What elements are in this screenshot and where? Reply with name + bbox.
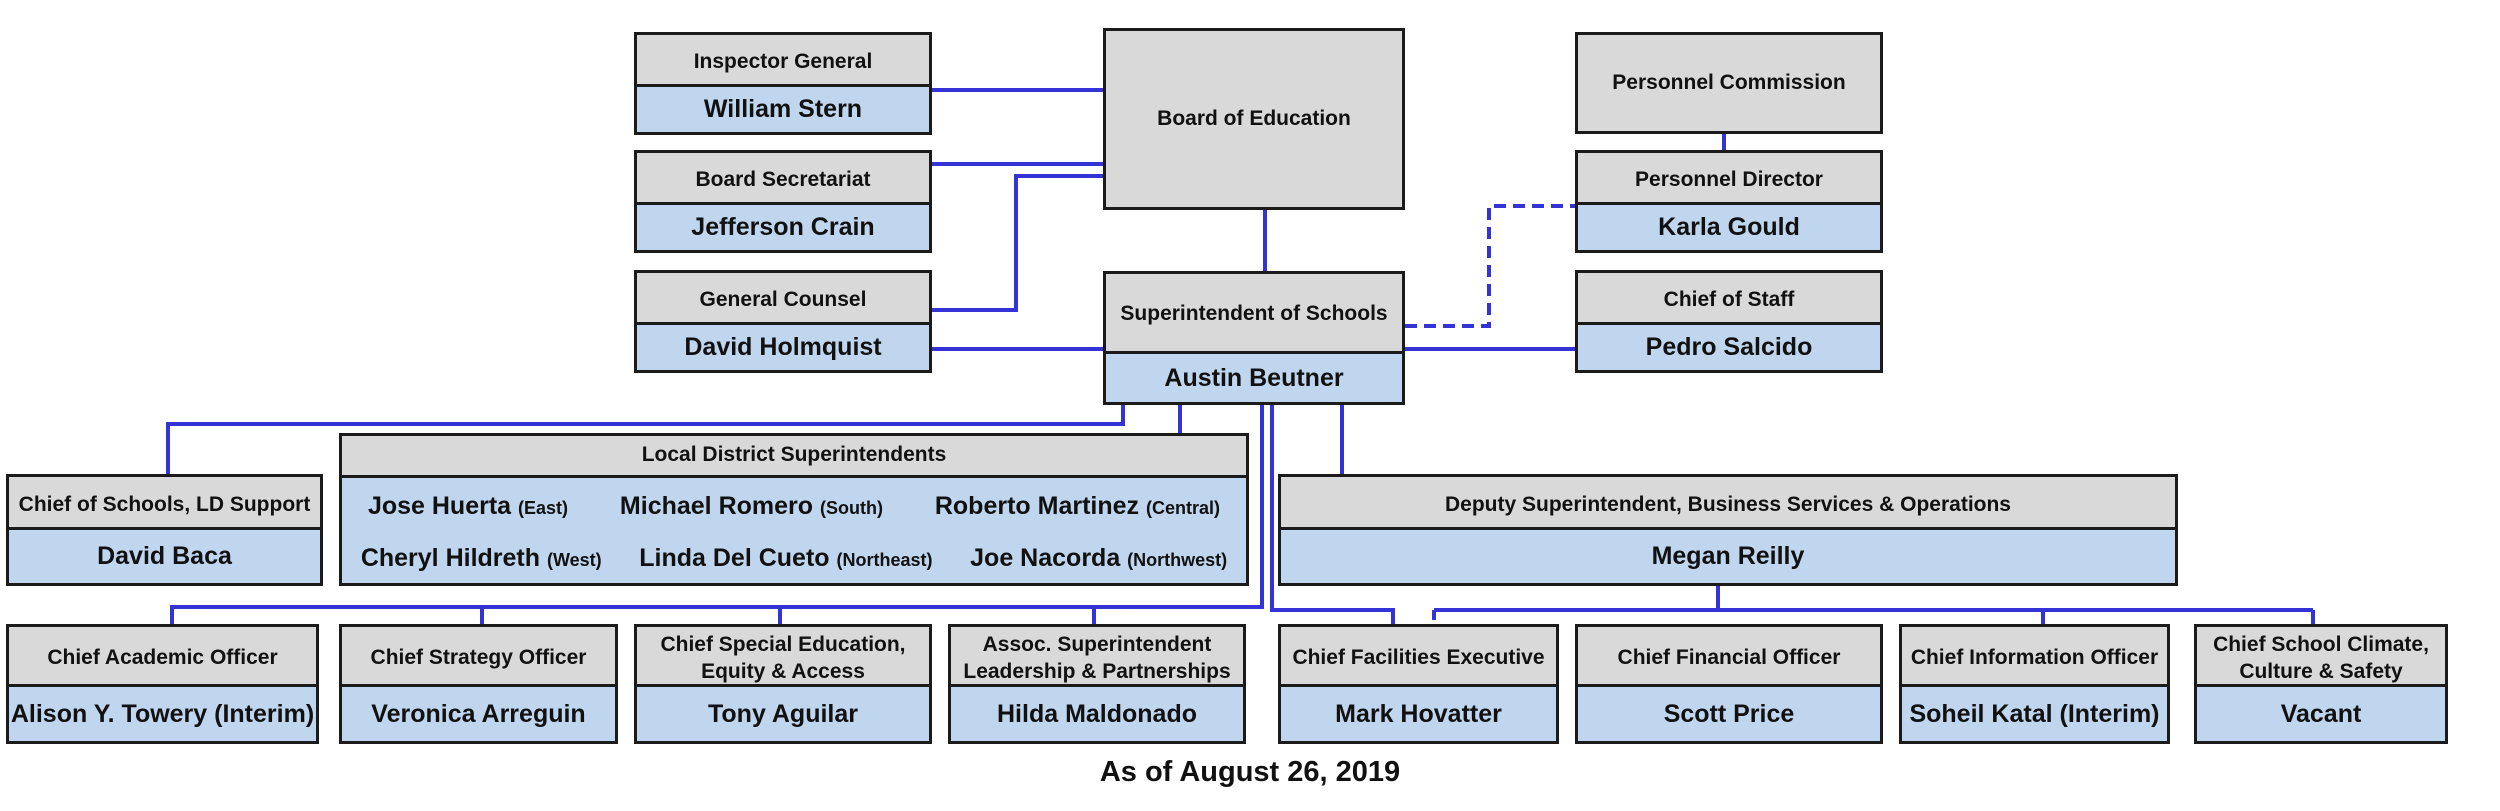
connector-counsel-board [932, 174, 1103, 312]
chief-of-staff-title: Chief of Staff [1578, 273, 1880, 328]
personnel-commission-box: Personnel Commission [1575, 32, 1883, 134]
connector-trunk-left [170, 405, 1264, 624]
chief-academic-officer-box: Chief Academic Officer Alison Y. Towery … [6, 624, 319, 744]
personnel-director-title: Personnel Director [1578, 153, 1880, 208]
deputy-superintendent-box: Deputy Superintendent, Business Services… [1278, 474, 2178, 586]
superintendent-box: Superintendent of Schools Austin Beutner [1103, 271, 1405, 405]
ld-member: Cheryl Hildreth (West) [360, 543, 602, 572]
secretariat-name: Jefferson Crain [637, 202, 929, 250]
chief-special-education-box: Chief Special Education, Equity & Access… [634, 624, 932, 744]
board-title: Board of Education [1157, 107, 1351, 130]
superintendent-title: Superintendent of Schools [1106, 274, 1402, 354]
bottom-title: Chief Strategy Officer [342, 627, 615, 690]
bottom-name: Vacant [2197, 684, 2445, 741]
as-of-date: As of August 26, 2019 [1099, 756, 1401, 788]
chief-of-staff-box: Chief of Staff Pedro Salcido [1575, 270, 1883, 373]
ld-member: Michael Romero (South) [619, 491, 883, 520]
personnel-director-name: Karla Gould [1578, 202, 1880, 250]
ld-member: Jose Huerta (East) [367, 491, 569, 520]
general-counsel-box: General Counsel David Holmquist [634, 270, 932, 373]
bottom-title: Chief Special Education, Equity & Access [637, 627, 929, 690]
bottom-title: Chief Facilities Executive [1281, 627, 1556, 690]
bottom-title: Chief School Climate, Culture & Safety [2197, 627, 2445, 690]
ld-support-name: David Baca [9, 527, 320, 583]
secretariat-title: Board Secretariat [637, 153, 929, 208]
connector-ldsupport [166, 405, 1125, 474]
personnel-director-box: Personnel Director Karla Gould [1575, 150, 1883, 253]
bottom-name: Tony Aguilar [637, 684, 929, 741]
chief-financial-officer-box: Chief Financial Officer Scott Price [1575, 624, 1883, 744]
connector-director-superintendent [1405, 204, 1575, 328]
bottom-name: Veronica Arreguin [342, 684, 615, 741]
bottom-name: Soheil Katal (Interim) [1902, 684, 2167, 741]
chief-of-staff-name: Pedro Salcido [1578, 322, 1880, 370]
local-districts-row-2: Cheryl Hildreth (West) Linda Del Cueto (… [342, 534, 1246, 582]
chief-school-climate-box: Chief School Climate, Culture & Safety V… [2194, 624, 2448, 744]
deputy-title: Deputy Superintendent, Business Services… [1281, 477, 2175, 533]
counsel-name: David Holmquist [637, 322, 929, 370]
bottom-name: Scott Price [1578, 684, 1880, 741]
chief-information-officer-box: Chief Information Officer Soheil Katal (… [1899, 624, 2170, 744]
board-secretariat-box: Board Secretariat Jefferson Crain [634, 150, 932, 253]
bottom-name: Mark Hovatter [1281, 684, 1556, 741]
bottom-title: Assoc. Superintendent Leadership & Partn… [951, 627, 1243, 690]
inspector-name: William Stern [637, 84, 929, 132]
counsel-title: General Counsel [637, 273, 929, 328]
ld-member: Linda Del Cueto (Northeast) [639, 543, 933, 572]
chief-facilities-executive-box: Chief Facilities Executive Mark Hovatter [1278, 624, 1559, 744]
deputy-name: Megan Reilly [1281, 527, 2175, 583]
connector-trunk-right [1270, 405, 1395, 624]
inspector-title: Inspector General [637, 35, 929, 90]
bottom-title: Chief Financial Officer [1578, 627, 1880, 690]
bottom-name: Hilda Maldonado [951, 684, 1243, 741]
superintendent-name: Austin Beutner [1106, 351, 1402, 402]
ld-support-title: Chief of Schools, LD Support [9, 477, 320, 533]
bottom-title: Chief Information Officer [1902, 627, 2167, 690]
assoc-superintendent-box: Assoc. Superintendent Leadership & Partn… [948, 624, 1246, 744]
ld-support-box: Chief of Schools, LD Support David Baca [6, 474, 323, 586]
local-districts-title: Local District Superintendents [342, 436, 1246, 478]
ld-member: Roberto Martinez (Central) [934, 491, 1221, 520]
local-districts-row-1: Jose Huerta (East) Michael Romero (South… [342, 482, 1246, 530]
bottom-name: Alison Y. Towery (Interim) [9, 684, 316, 741]
commission-title: Personnel Commission [1612, 71, 1846, 94]
ld-member: Joe Nacorda (Northwest) [970, 543, 1228, 572]
local-districts-box: Local District Superintendents Jose Huer… [339, 433, 1249, 586]
inspector-general-box: Inspector General William Stern [634, 32, 932, 135]
board-of-education-box: Board of Education [1103, 28, 1405, 210]
chief-strategy-officer-box: Chief Strategy Officer Veronica Arreguin [339, 624, 618, 744]
bottom-title: Chief Academic Officer [9, 627, 316, 690]
